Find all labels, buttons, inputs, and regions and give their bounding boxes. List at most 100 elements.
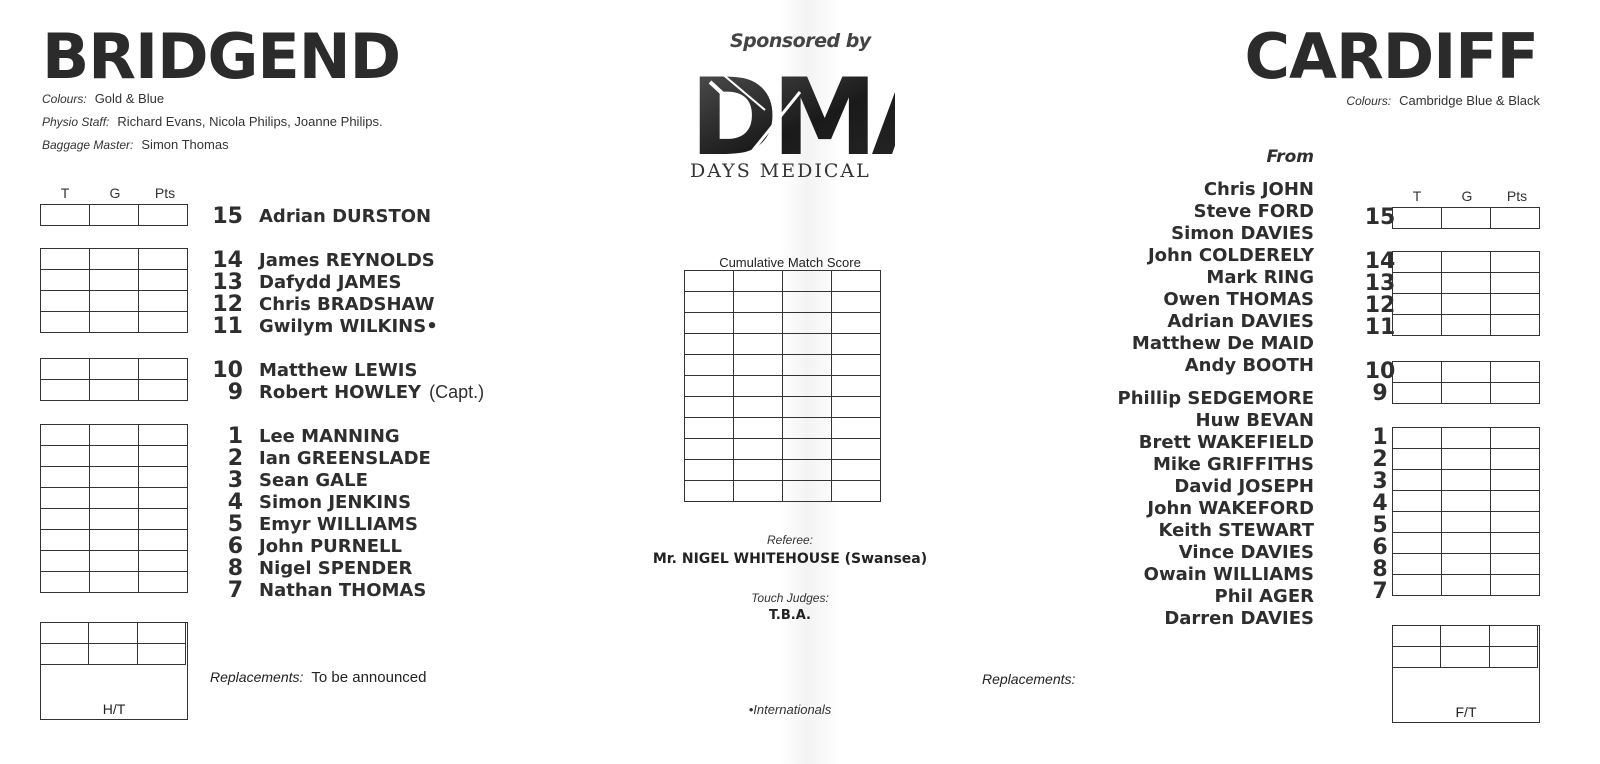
away-position-number: 5 xyxy=(1372,513,1388,538)
away-team-name: CARDIFF xyxy=(1244,20,1539,93)
away-squad-name: Keith STEWART xyxy=(1158,520,1314,541)
away-squad-name: Adrian DAVIES xyxy=(1167,311,1314,332)
player-name: Ian GREENSLADE xyxy=(259,447,431,469)
cumulative-score-label: Cumulative Match Score xyxy=(719,255,861,270)
touch-judges-value: T.B.A. xyxy=(769,608,811,623)
player-number: 5 xyxy=(227,511,243,537)
home-colours-label: Colours: xyxy=(42,92,87,106)
away-position-number: 9 xyxy=(1372,381,1388,406)
captain-note: (Capt.) xyxy=(429,381,485,402)
away-squad-name: Mark RING xyxy=(1206,267,1314,288)
player-name: Nigel SPENDER xyxy=(259,557,413,579)
away-squad-name: Phillip SEDGEMORE xyxy=(1117,388,1314,409)
away-squad-name: Mike GRIFFITHS xyxy=(1153,454,1314,475)
home-player-row: 12 Chris BRADSHAW xyxy=(205,291,435,317)
half-time-label: H/T xyxy=(102,701,126,717)
player-number: 15 xyxy=(212,203,243,229)
referee-name: Mr. NIGEL WHITEHOUSE (Swansea) xyxy=(652,551,928,567)
away-squad-name: Phil AGER xyxy=(1214,586,1314,607)
sponsored-by-text: Sponsored by xyxy=(730,30,871,52)
away-score-grid-halfbacks[interactable] xyxy=(1392,361,1540,404)
player-name: Simon JENKINS xyxy=(259,491,412,513)
away-colours: Colours:Cambridge Blue & Black xyxy=(1346,93,1540,108)
home-baggage-value: Simon Thomas xyxy=(141,137,229,152)
home-col-tries: T xyxy=(60,185,70,201)
away-position-number: 1 xyxy=(1372,425,1388,450)
home-baggage-label: Baggage Master: xyxy=(42,138,134,152)
away-position-number: 12 xyxy=(1364,293,1396,318)
home-score-grid-threequarters[interactable] xyxy=(40,248,188,333)
away-score-grid-fullback[interactable] xyxy=(1392,207,1540,229)
home-score-grid-fullback[interactable] xyxy=(40,204,188,226)
full-time-score-box[interactable]: F/T xyxy=(1391,625,1540,723)
dma-logo-text: DMA xyxy=(690,62,895,162)
away-position-number: 11 xyxy=(1364,315,1396,340)
player-name: Nathan THOMAS xyxy=(259,579,427,601)
home-colours: Colours:Gold & Blue xyxy=(42,91,164,106)
away-position-number: 6 xyxy=(1372,535,1388,560)
internationals-footnote: •Internationals xyxy=(748,702,832,717)
player-name: Gwilym WILKINS• xyxy=(259,315,438,337)
player-number: 13 xyxy=(212,269,243,295)
player-name: Robert HOWLEY xyxy=(259,381,422,403)
home-col-points: Pts xyxy=(154,185,176,201)
away-position-number: 15 xyxy=(1364,205,1396,230)
player-number: 2 xyxy=(227,445,243,471)
player-number: 8 xyxy=(227,555,243,581)
away-squad-name: Owain WILLIAMS xyxy=(1143,564,1314,585)
player-number: 9 xyxy=(227,379,243,405)
dma-logo: DMA xyxy=(690,56,959,179)
player-name: Chris BRADSHAW xyxy=(259,293,435,315)
player-name: Matthew LEWIS xyxy=(259,359,418,381)
away-score-grid-threequarters[interactable] xyxy=(1392,251,1540,336)
home-replacements-label: Replacements: xyxy=(210,669,304,685)
home-score-grid-halfbacks[interactable] xyxy=(40,358,188,401)
away-score-col-headers: T G Pts xyxy=(1392,188,1542,204)
player-number: 12 xyxy=(212,291,243,317)
home-col-goals: G xyxy=(109,185,121,201)
away-position-number: 8 xyxy=(1372,557,1388,582)
home-replacements-value: To be announced xyxy=(311,669,427,686)
away-col-goals: G xyxy=(1461,188,1473,204)
home-player-row: 8 Nigel SPENDER xyxy=(205,555,413,581)
away-squad-name: Chris JOHN xyxy=(1203,179,1314,200)
player-number: 14 xyxy=(212,247,243,273)
home-replacements: Replacements: To be announced xyxy=(210,669,427,686)
away-squad-name: Darren DAVIES xyxy=(1164,608,1314,629)
away-position-number: 10 xyxy=(1364,359,1396,384)
from-label: From xyxy=(1266,147,1314,167)
player-number: 7 xyxy=(227,577,243,603)
away-position-number: 4 xyxy=(1372,491,1388,516)
away-replacements-label: Replacements: xyxy=(982,671,1076,687)
away-squad-name: John WAKEFORD xyxy=(1147,498,1314,519)
away-squad-name: John COLDERELY xyxy=(1147,245,1314,266)
home-baggage: Baggage Master: Simon Thomas xyxy=(42,137,229,152)
away-colours-label: Colours: xyxy=(1346,94,1392,108)
half-time-score-box[interactable]: H/T xyxy=(39,622,188,720)
away-squad-name: Owen THOMAS xyxy=(1163,289,1314,310)
home-score-col-headers: T G Pts xyxy=(40,185,190,201)
home-team-name: BRIDGEND xyxy=(42,20,401,93)
player-number: 11 xyxy=(212,313,243,339)
away-squad-name: David JOSEPH xyxy=(1174,476,1314,497)
away-score-grid-forwards[interactable] xyxy=(1392,427,1540,596)
away-squad-name: Steve FORD xyxy=(1193,201,1314,222)
touch-judges-label: Touch Judges: xyxy=(751,591,829,605)
away-position-number: 3 xyxy=(1372,469,1388,494)
home-player-row: 13 Dafydd JAMES xyxy=(205,269,402,295)
away-position-number: 2 xyxy=(1372,447,1388,472)
away-position-number: 7 xyxy=(1372,579,1388,604)
away-squad-name: Matthew De MAID xyxy=(1131,333,1314,354)
away-position-number: 13 xyxy=(1364,271,1396,296)
away-col-tries: T xyxy=(1412,188,1422,204)
cumulative-score-grid[interactable] xyxy=(684,270,881,502)
player-name: Dafydd JAMES xyxy=(259,271,402,293)
home-score-grid-forwards[interactable] xyxy=(40,424,188,593)
